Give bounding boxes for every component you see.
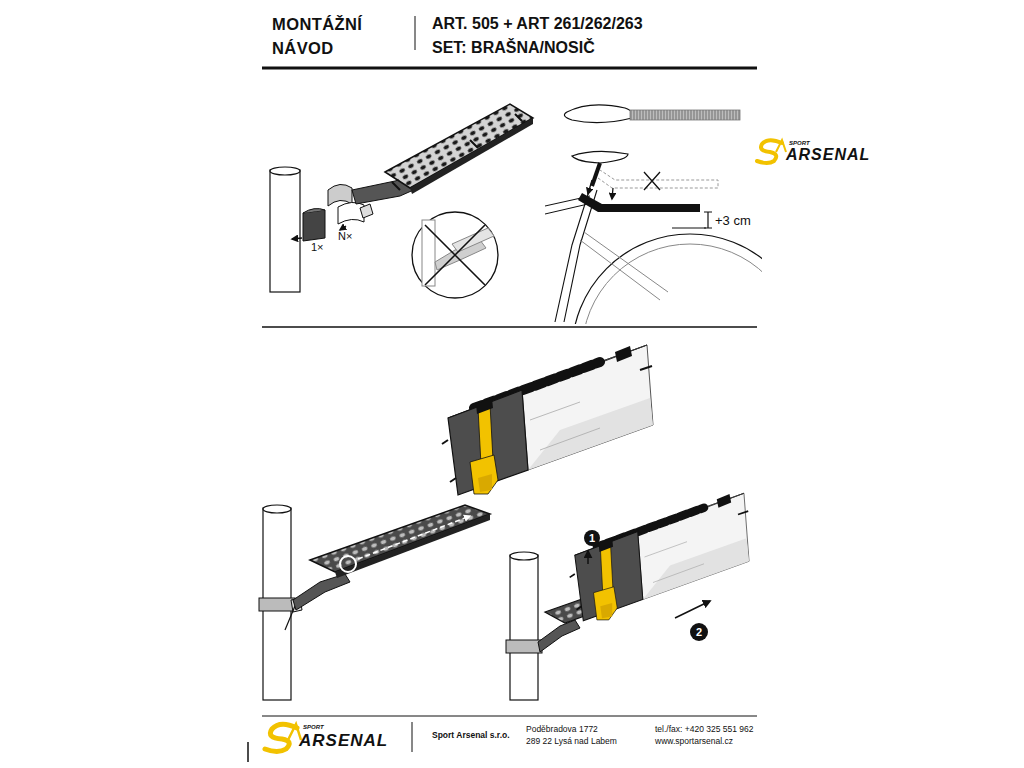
illustration-part	[572, 151, 628, 163]
illustration-part	[776, 140, 786, 152]
illustration-part	[292, 238, 302, 239]
logo-icon	[265, 724, 301, 752]
illustration-part	[598, 170, 718, 188]
callout-number: 2	[696, 627, 702, 638]
illustration-part	[510, 552, 538, 560]
illustration-part	[265, 724, 297, 751]
illustration-part	[259, 598, 295, 611]
quantity-label: 1×	[311, 241, 324, 254]
illustration-part	[410, 118, 533, 194]
address-line: 289 22 Lysá nad Labem	[526, 737, 617, 747]
quantity-label: N×	[338, 230, 352, 243]
illustration-part	[358, 516, 470, 559]
page-title: MONTÁŽNÍ NÁVOD	[272, 12, 371, 60]
address-line: Poděbradova 1772	[526, 725, 598, 735]
illustration-part	[452, 228, 494, 252]
callout-circle: 2	[690, 623, 708, 641]
illustration-part	[506, 640, 542, 653]
footer-divider	[412, 722, 413, 752]
illustration-part	[412, 212, 498, 298]
illustration-part	[293, 574, 350, 610]
bike-side-view	[545, 151, 762, 324]
illustration-part	[425, 225, 485, 285]
illustration-part	[310, 505, 490, 572]
logo-text: ARSENAL	[786, 146, 870, 164]
contact-line: tel./fax: +420 325 551 962	[655, 725, 754, 735]
illustration-part	[578, 193, 700, 212]
company-name: Sport Arsenal s.r.o.	[432, 731, 510, 741]
illustration-part	[538, 620, 580, 652]
illustration-part	[580, 232, 668, 300]
illustration-part	[572, 234, 762, 324]
illustration-part	[672, 228, 706, 229]
illustration-part	[644, 172, 660, 190]
callout-number: 1	[589, 533, 595, 544]
illustration-part	[303, 210, 325, 241]
illustration-part	[335, 514, 490, 578]
illustration-part	[338, 202, 364, 224]
illustration-part	[675, 601, 710, 618]
illustration-part	[340, 556, 356, 572]
header-divider	[415, 16, 416, 50]
page-mark	[247, 742, 249, 762]
illustration-part	[757, 140, 782, 163]
illustration-part	[340, 226, 346, 230]
illustration-part	[360, 204, 373, 218]
illustration-part	[704, 212, 712, 228]
wrong-mounting-symbol	[412, 212, 498, 298]
illustration-part	[385, 104, 533, 188]
illustration-part	[510, 555, 538, 700]
illustration-part	[285, 606, 295, 630]
contact-line: www.sportarsenal.cz	[655, 737, 733, 747]
illustration-part	[263, 505, 291, 513]
illustration-part	[392, 114, 522, 190]
illustration-part	[270, 167, 300, 175]
logo-icon	[757, 140, 786, 163]
header-rule	[262, 67, 757, 70]
callout-circle: 1	[584, 530, 600, 546]
logo-text: SPORT	[789, 140, 810, 147]
illustration-part	[582, 244, 762, 324]
bag-illustration	[570, 493, 749, 621]
illustration-part	[555, 188, 597, 322]
illustration-part	[592, 163, 600, 186]
logo-text: SPORT	[303, 724, 324, 731]
bag-illustration	[442, 345, 653, 495]
illustration-part	[612, 188, 613, 199]
article-number: ART. 505 + ART 261/262/263 SET: BRAŠNA/N…	[432, 12, 664, 60]
illustration-part	[564, 105, 633, 123]
illustration-part	[270, 170, 300, 292]
logo-text: ARSENAL	[299, 731, 388, 751]
rack-on-seatpost	[259, 505, 490, 700]
seatpost-detail	[564, 105, 740, 123]
illustration-part	[303, 209, 325, 213]
illustration-part	[587, 551, 589, 564]
assembled-view	[506, 493, 749, 700]
footer-rule	[262, 716, 757, 717]
illustration-part	[630, 110, 740, 120]
illustration-part	[588, 180, 592, 194]
dimension-label: +3 cm	[714, 214, 752, 229]
section-rule	[262, 326, 757, 328]
